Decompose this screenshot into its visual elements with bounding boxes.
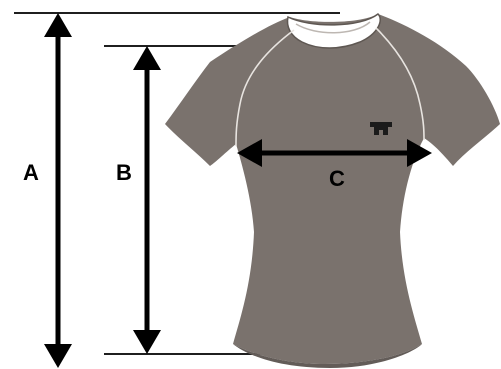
measurement-a: A — [23, 13, 72, 368]
tshirt-collar — [286, 13, 381, 49]
measurement-c: C — [237, 139, 432, 191]
t-brand-logo-icon — [370, 122, 392, 135]
tshirt-hem-shadow — [233, 344, 422, 368]
label-c: C — [329, 166, 345, 191]
measurement-b: B — [116, 46, 161, 354]
arrow-a-head-top — [44, 13, 72, 37]
arrow-c-head-left — [237, 139, 262, 167]
arrow-c-head-right — [407, 139, 432, 167]
arrow-b-head-bottom — [133, 330, 161, 354]
label-b: B — [116, 160, 132, 185]
tshirt-seam-left — [235, 29, 295, 147]
tshirt-body — [165, 14, 500, 364]
arrow-b-head-top — [133, 46, 161, 70]
tshirt-collar-inner — [295, 21, 371, 34]
tshirt-seam-right — [375, 27, 425, 141]
label-a: A — [23, 160, 39, 185]
arrow-a-head-bottom — [44, 344, 72, 368]
tshirt — [165, 13, 500, 368]
